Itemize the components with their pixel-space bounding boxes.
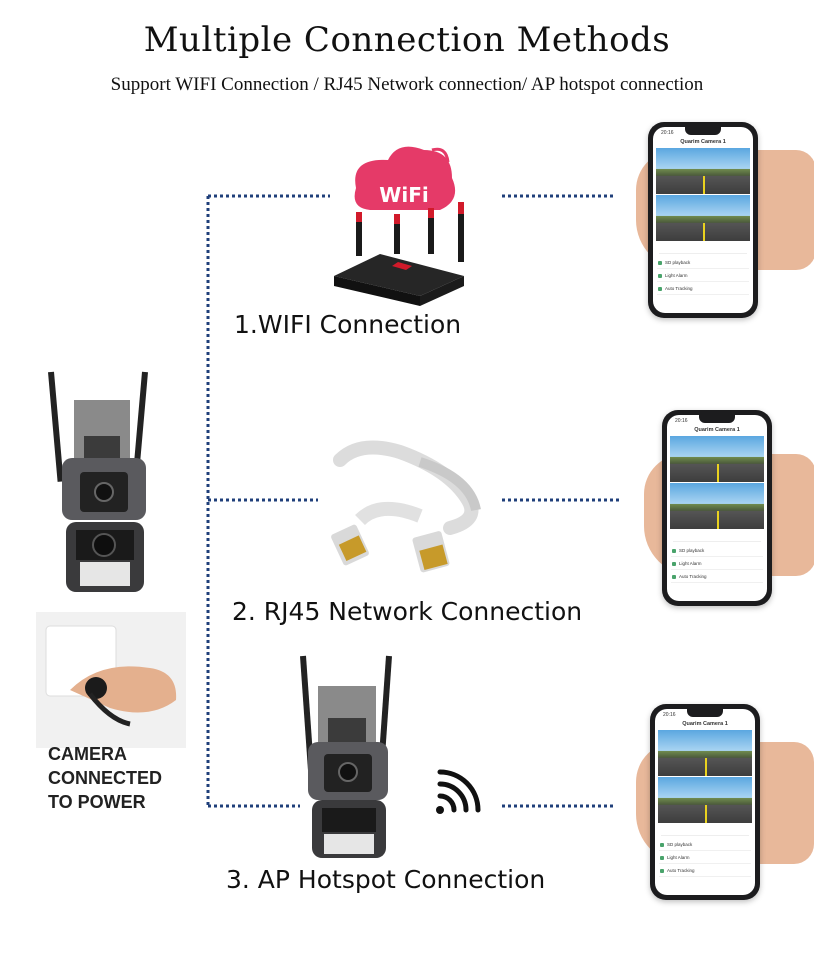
power-label-line: TO POWER	[48, 792, 146, 812]
phone-app-title: Quarim Camera 1	[682, 721, 728, 727]
menu-item-sd-playback: SD playback	[671, 545, 763, 557]
method-label-ap: 3. AP Hotspot Connection	[226, 865, 546, 894]
phone-status-time: 20:16	[661, 130, 674, 136]
phone-status-time: 20:16	[663, 712, 676, 718]
menu-item-light-alarm: Light Alarm	[659, 852, 751, 864]
menu-item-sd-playback: SD playback	[657, 257, 749, 269]
ptz-camera-image	[48, 371, 148, 592]
wifi-signal-icon	[436, 769, 481, 814]
camera-feed-top	[658, 730, 752, 776]
wifi-badge-text: WiFi	[379, 183, 428, 207]
phone-mockup-rj45: 20:16 Quarim Camera 1 SD playback Light …	[662, 410, 772, 606]
phone-app-title: Quarim Camera 1	[694, 427, 740, 433]
camera-feed-bottom	[656, 195, 750, 241]
menu-item-sd-playback: SD playback	[659, 839, 751, 851]
page-title: Multiple Connection Methods	[143, 20, 671, 60]
connector-lines	[206, 194, 622, 808]
power-label: CAMERA CONNECTED TO POWER	[48, 742, 188, 814]
phone-app-title: Quarim Camera 1	[680, 139, 726, 145]
camera-hotspot-icon	[300, 655, 392, 858]
method-label-wifi: 1.WIFI Connection	[234, 310, 462, 339]
menu-item-auto-tracking: Auto Tracking	[659, 865, 751, 877]
page-subtitle: Support WIFI Connection / RJ45 Network c…	[110, 74, 704, 95]
camera-feed-bottom	[658, 777, 752, 823]
wifi-router-icon: WiFi	[334, 146, 464, 306]
menu-item-auto-tracking: Auto Tracking	[671, 571, 763, 583]
playback-controls	[659, 244, 747, 254]
menu-item-auto-tracking: Auto Tracking	[657, 283, 749, 295]
camera-feed-bottom	[670, 483, 764, 529]
playback-controls	[673, 532, 761, 542]
playback-controls	[661, 826, 749, 836]
phone-mockup-ap: 20:16 Quarim Camera 1 SD playback Light …	[650, 704, 760, 900]
ethernet-cable-icon	[331, 440, 481, 573]
camera-feed-top	[670, 436, 764, 482]
menu-item-light-alarm: Light Alarm	[671, 558, 763, 570]
menu-item-light-alarm: Light Alarm	[657, 270, 749, 282]
power-outlet-image	[36, 612, 186, 748]
power-label-line: CAMERA	[48, 744, 127, 764]
phone-status-time: 20:16	[675, 418, 688, 424]
method-label-rj45: 2. RJ45 Network Connection	[232, 597, 583, 626]
power-label-line: CONNECTED	[48, 768, 163, 788]
phone-mockup-wifi: 20:16 Quarim Camera 1 SD playback Light …	[648, 122, 758, 318]
camera-feed-top	[656, 148, 750, 194]
